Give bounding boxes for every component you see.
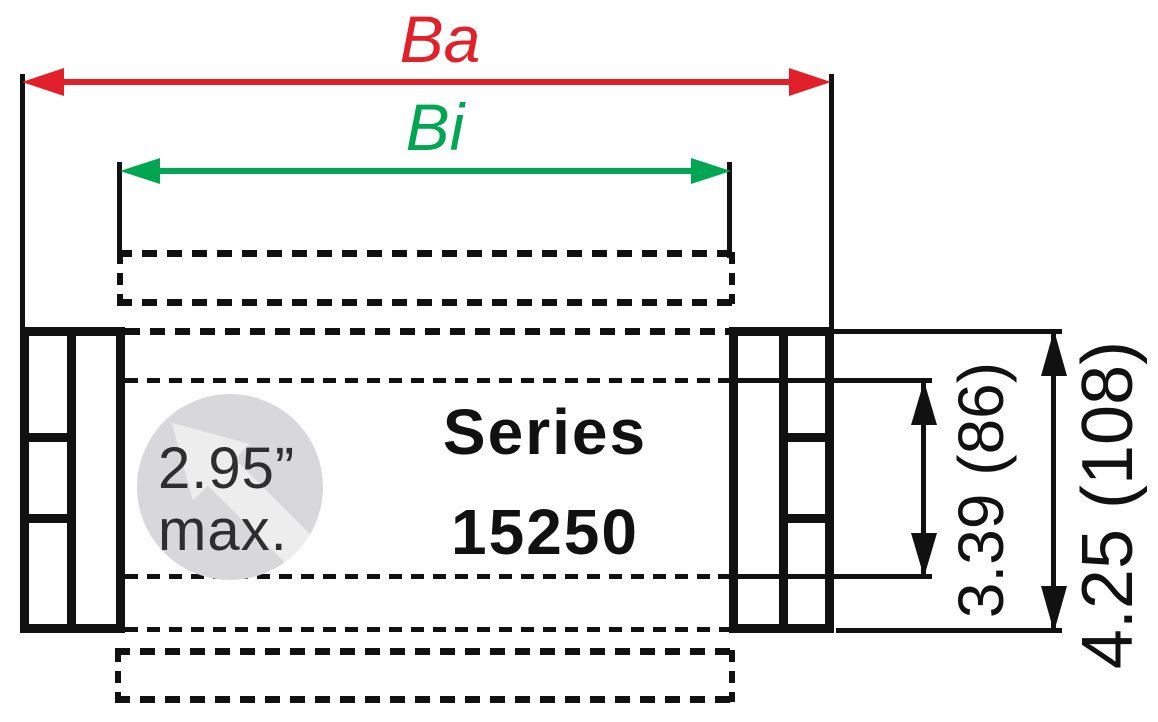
inner-height-extension-bottom: [718, 574, 932, 579]
max-bend-suffix: max.: [158, 498, 288, 563]
dashed-line-cavity-top: [125, 328, 729, 335]
dashed-line-inner-lower: [125, 574, 720, 579]
dashed-edge-bottom-box-right: [729, 650, 735, 702]
inner-height-arrowhead-down-icon: [911, 533, 937, 577]
left-bracket-cell-divider-upper: [20, 433, 74, 442]
dashed-line-top-box-upper: [117, 250, 735, 257]
bi-extension-line-left: [117, 162, 122, 258]
left-bracket-inner-edge: [116, 327, 125, 633]
bi-arrowhead-left-icon: [120, 158, 160, 184]
bi-dimension-line: [156, 168, 694, 174]
dashed-edge-top-box-left: [117, 252, 123, 304]
dashed-line-bottom-box-upper: [115, 648, 735, 655]
outer-height-dimension-line: [1051, 331, 1056, 631]
dashed-line-top-box-lower: [117, 299, 735, 306]
right-bracket-cell-divider-lower: [781, 514, 834, 523]
dashed-line-bottom-box-lower: [115, 696, 735, 703]
inner-height-dimension-line: [921, 381, 926, 576]
dashed-line-inner-upper: [125, 378, 720, 383]
ba-arrowhead-right-icon: [789, 68, 831, 96]
outer-height-extension-bottom: [836, 628, 1062, 633]
outer-height-label: 4.25 (108): [1068, 340, 1148, 670]
inner-height-arrowhead-up-icon: [911, 381, 937, 425]
series-number: 15250: [451, 496, 639, 568]
left-bracket-outer-edge: [20, 327, 29, 633]
ba-extension-line-left: [20, 74, 25, 328]
outer-width-label: Ba: [399, 2, 481, 76]
bi-extension-line-right: [727, 162, 732, 258]
max-bend-text: 2.95” max.: [158, 438, 295, 562]
dashed-line-cavity-bottom: [125, 627, 729, 632]
dashed-edge-top-box-right: [729, 252, 735, 304]
inner-width-label: Bi: [405, 90, 465, 164]
outer-height-extension-top: [834, 329, 1062, 334]
ba-dimension-line: [58, 79, 795, 85]
max-bend-value: 2.95”: [158, 436, 296, 501]
series-title: Series: [442, 396, 648, 468]
right-bracket-inner-edge: [729, 327, 738, 633]
inner-height-extension-top: [718, 378, 932, 383]
ba-arrowhead-left-icon: [22, 68, 64, 96]
left-bracket-cell-divider-lower: [20, 514, 74, 523]
left-bracket-divider: [67, 327, 76, 633]
outer-height-arrowhead-down-icon: [1041, 586, 1067, 632]
inner-height-label: 3.39 (86): [945, 361, 1017, 619]
right-bracket-cell-divider-upper: [781, 433, 834, 442]
ba-extension-line-right: [829, 74, 834, 328]
dashed-edge-bottom-box-left: [115, 650, 121, 702]
outer-height-arrowhead-up-icon: [1041, 330, 1067, 376]
bi-arrowhead-right-icon: [691, 158, 731, 184]
max-bend-badge: [137, 394, 323, 580]
right-bracket-outer-edge: [825, 327, 834, 633]
right-bracket-divider: [779, 327, 788, 633]
